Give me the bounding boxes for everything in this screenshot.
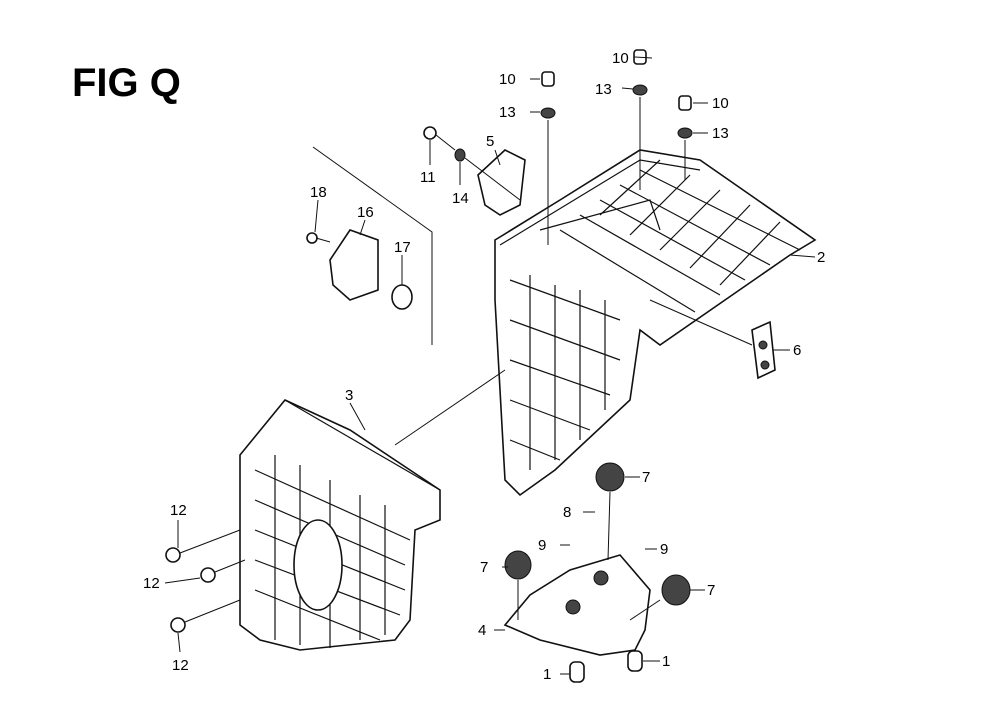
callout-2: 2	[817, 249, 825, 266]
callout-13: 13	[712, 125, 729, 142]
feet-1	[569, 650, 643, 683]
callout-10: 10	[499, 71, 516, 88]
callout-3: 3	[345, 387, 353, 404]
part-6-plate	[751, 320, 776, 380]
callout-7: 7	[707, 582, 715, 599]
leader-6	[649, 299, 753, 346]
figure-title: FIG Q	[72, 61, 181, 105]
callouts	[164, 56, 816, 675]
part-17-collar	[391, 284, 413, 310]
part-16-bracket	[329, 229, 379, 301]
callout-6: 6	[793, 342, 801, 359]
part-3-block	[239, 399, 441, 651]
callout-10: 10	[612, 50, 629, 67]
callout-17: 17	[394, 239, 411, 256]
callout-7: 7	[480, 559, 488, 576]
part-5-bracket	[477, 149, 526, 216]
callout-labels: 10 13 10 13 10 13 11 14 5 2 6 18 16 17 3…	[143, 50, 825, 683]
leader-3-to-2	[394, 369, 506, 446]
callout-13: 13	[595, 81, 612, 98]
callout-9: 9	[538, 537, 546, 554]
part-18-bolt	[306, 232, 331, 244]
bolts-12	[165, 529, 246, 633]
callout-8: 8	[563, 504, 571, 521]
callout-5: 5	[486, 133, 494, 150]
callout-14: 14	[452, 190, 469, 207]
callout-7: 7	[642, 469, 650, 486]
callout-18: 18	[310, 184, 327, 201]
subassembly-bracket-line	[312, 146, 433, 345]
callout-4: 4	[478, 622, 486, 639]
callout-16: 16	[357, 204, 374, 221]
callout-10: 10	[712, 95, 729, 112]
nuts-and-washers	[423, 49, 693, 245]
callout-12: 12	[143, 575, 160, 592]
callout-12: 12	[172, 657, 189, 674]
callout-9: 9	[660, 541, 668, 558]
callout-1: 1	[662, 653, 670, 670]
part-4-base-plate	[503, 554, 651, 656]
rubber-mounts	[504, 462, 691, 621]
callout-12: 12	[170, 502, 187, 519]
callout-11: 11	[420, 169, 436, 186]
callout-1: 1	[543, 666, 551, 683]
callout-13: 13	[499, 104, 516, 121]
